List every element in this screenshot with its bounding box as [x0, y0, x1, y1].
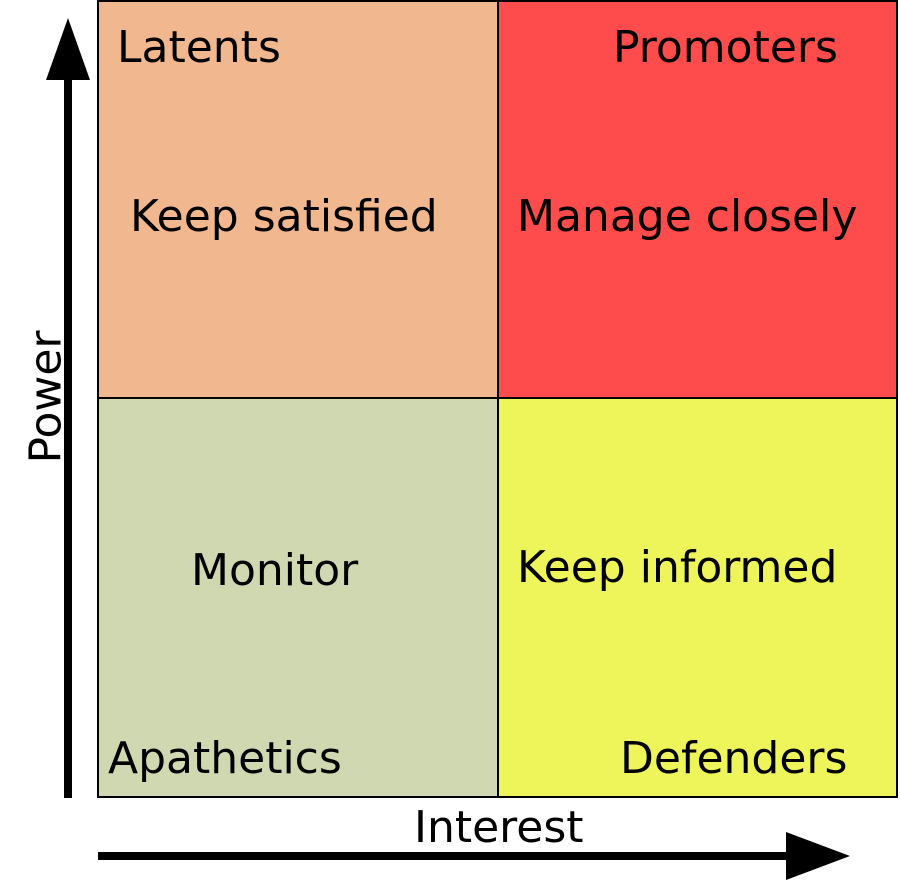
quadrant-bottom-right: Keep informed Defenders [499, 399, 896, 796]
quadrant-top-right: Promoters Manage closely [499, 2, 896, 399]
action-label-keep-informed: Keep informed [517, 542, 838, 593]
corner-label-latents: Latents [117, 22, 281, 73]
corner-label-defenders: Defenders [620, 733, 848, 784]
y-axis-arrow [46, 18, 90, 798]
action-label-keep-satisfied: Keep satisfied [130, 191, 438, 242]
action-label-monitor: Monitor [191, 545, 359, 596]
action-label-manage-closely: Manage closely [517, 191, 858, 242]
x-axis-label: Interest [414, 802, 584, 853]
x-axis-arrow [98, 832, 850, 880]
y-axis-label: Power [20, 330, 72, 464]
corner-label-apathetics: Apathetics [108, 733, 342, 784]
quadrant-top-left: Latents Keep satisfied [99, 2, 499, 399]
corner-label-promoters: Promoters [613, 22, 838, 73]
quadrant-bottom-left: Monitor Apathetics [99, 399, 499, 796]
matrix-grid: Latents Keep satisfied Promoters Manage … [97, 0, 898, 798]
